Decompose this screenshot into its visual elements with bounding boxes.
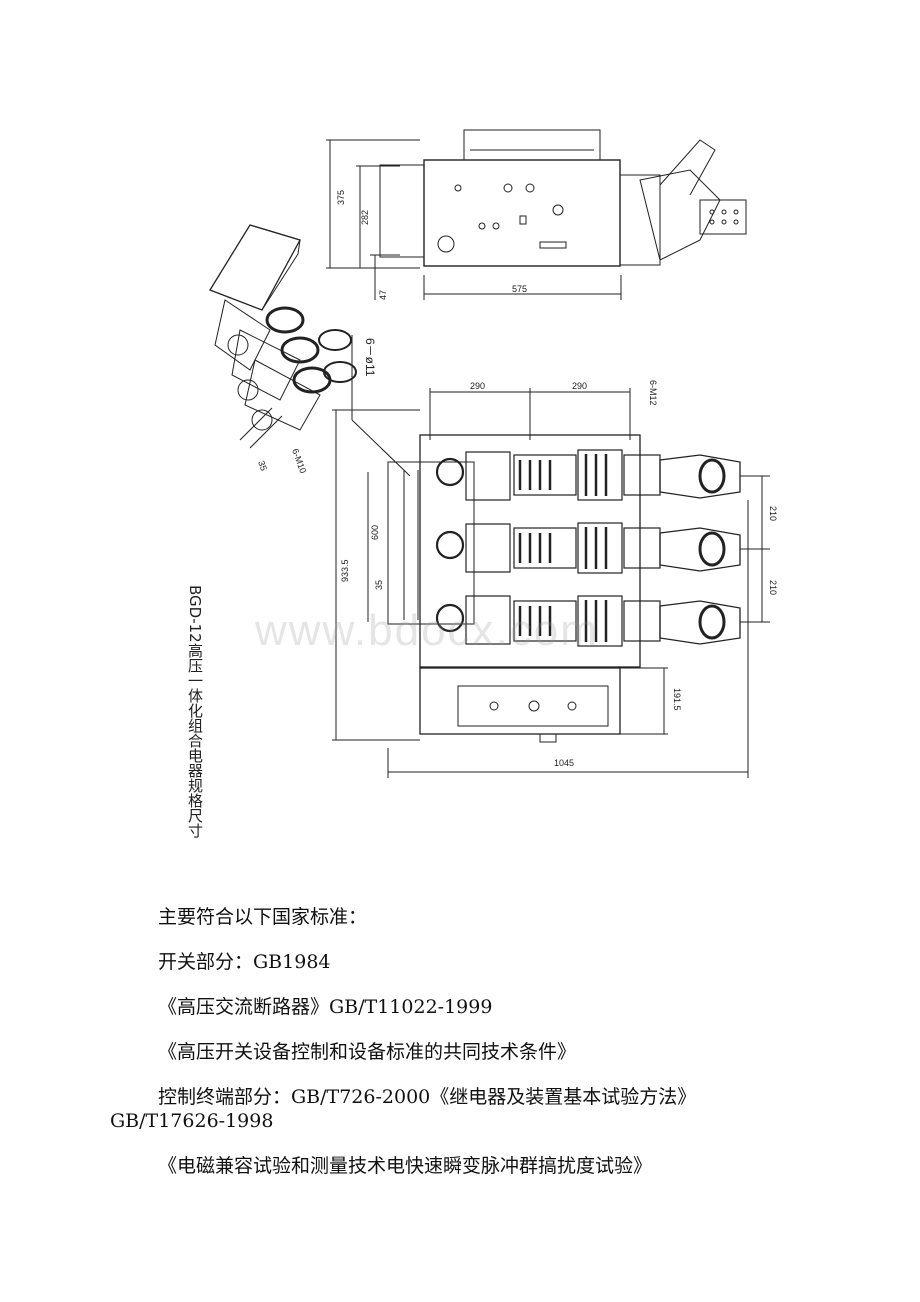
dim-front-35: 35 bbox=[374, 580, 384, 590]
text-line-4: 《高压开关设备控制和设备标准的共同技术条件》 bbox=[158, 1041, 577, 1063]
dim-6-phi11: 6－ø11 bbox=[363, 338, 377, 377]
dim-575: 575 bbox=[512, 284, 527, 294]
dim-6-m12: 6-M12 bbox=[648, 380, 658, 406]
text-line-5: 控制终端部分：GB/T726-2000《继电器及装置基本试验方法》GB/T176… bbox=[110, 1086, 697, 1132]
isometric-view: 6-M10 35 bbox=[209, 224, 357, 475]
standards-text: 主要符合以下国家标准： 开关部分：GB1984 《高压交流断路器》GB/T110… bbox=[110, 905, 810, 1199]
drawing-caption: BGD-12高压一体化组合电器规格尺寸 bbox=[186, 585, 204, 838]
text-line-2: 开关部分：GB1984 bbox=[158, 951, 331, 973]
dim-290-right: 290 bbox=[572, 381, 587, 391]
dim-210-bottom: 210 bbox=[768, 580, 778, 595]
dim-1045: 1045 bbox=[554, 758, 574, 768]
dim-290-left: 290 bbox=[470, 381, 485, 391]
dim-600: 600 bbox=[370, 525, 380, 540]
front-view: 290 290 6-M12 6－ø11 bbox=[332, 335, 778, 778]
side-view: 375 282 47 575 bbox=[326, 129, 747, 300]
text-line-1: 主要符合以下国家标准： bbox=[158, 906, 368, 928]
dim-47: 47 bbox=[378, 290, 388, 300]
dim-375: 375 bbox=[336, 190, 346, 205]
technical-drawing: 375 282 47 575 6-M10 35 290 290 6-M12 6－… bbox=[209, 129, 778, 778]
watermark: www.bdocx.com bbox=[255, 606, 599, 655]
dim-6-m10: 6-M10 bbox=[290, 447, 308, 474]
dim-933-5: 933.5 bbox=[340, 559, 350, 582]
dim-282: 282 bbox=[360, 210, 370, 225]
text-line-3: 《高压交流断路器》GB/T11022-1999 bbox=[158, 996, 493, 1018]
dim-iso-35: 35 bbox=[256, 459, 269, 472]
dim-210-top: 210 bbox=[768, 506, 778, 521]
dim-191-5: 191.5 bbox=[672, 688, 682, 711]
text-line-6: 《电磁兼容试验和测量技术电快速瞬变脉冲群搞扰度试验》 bbox=[158, 1155, 653, 1177]
